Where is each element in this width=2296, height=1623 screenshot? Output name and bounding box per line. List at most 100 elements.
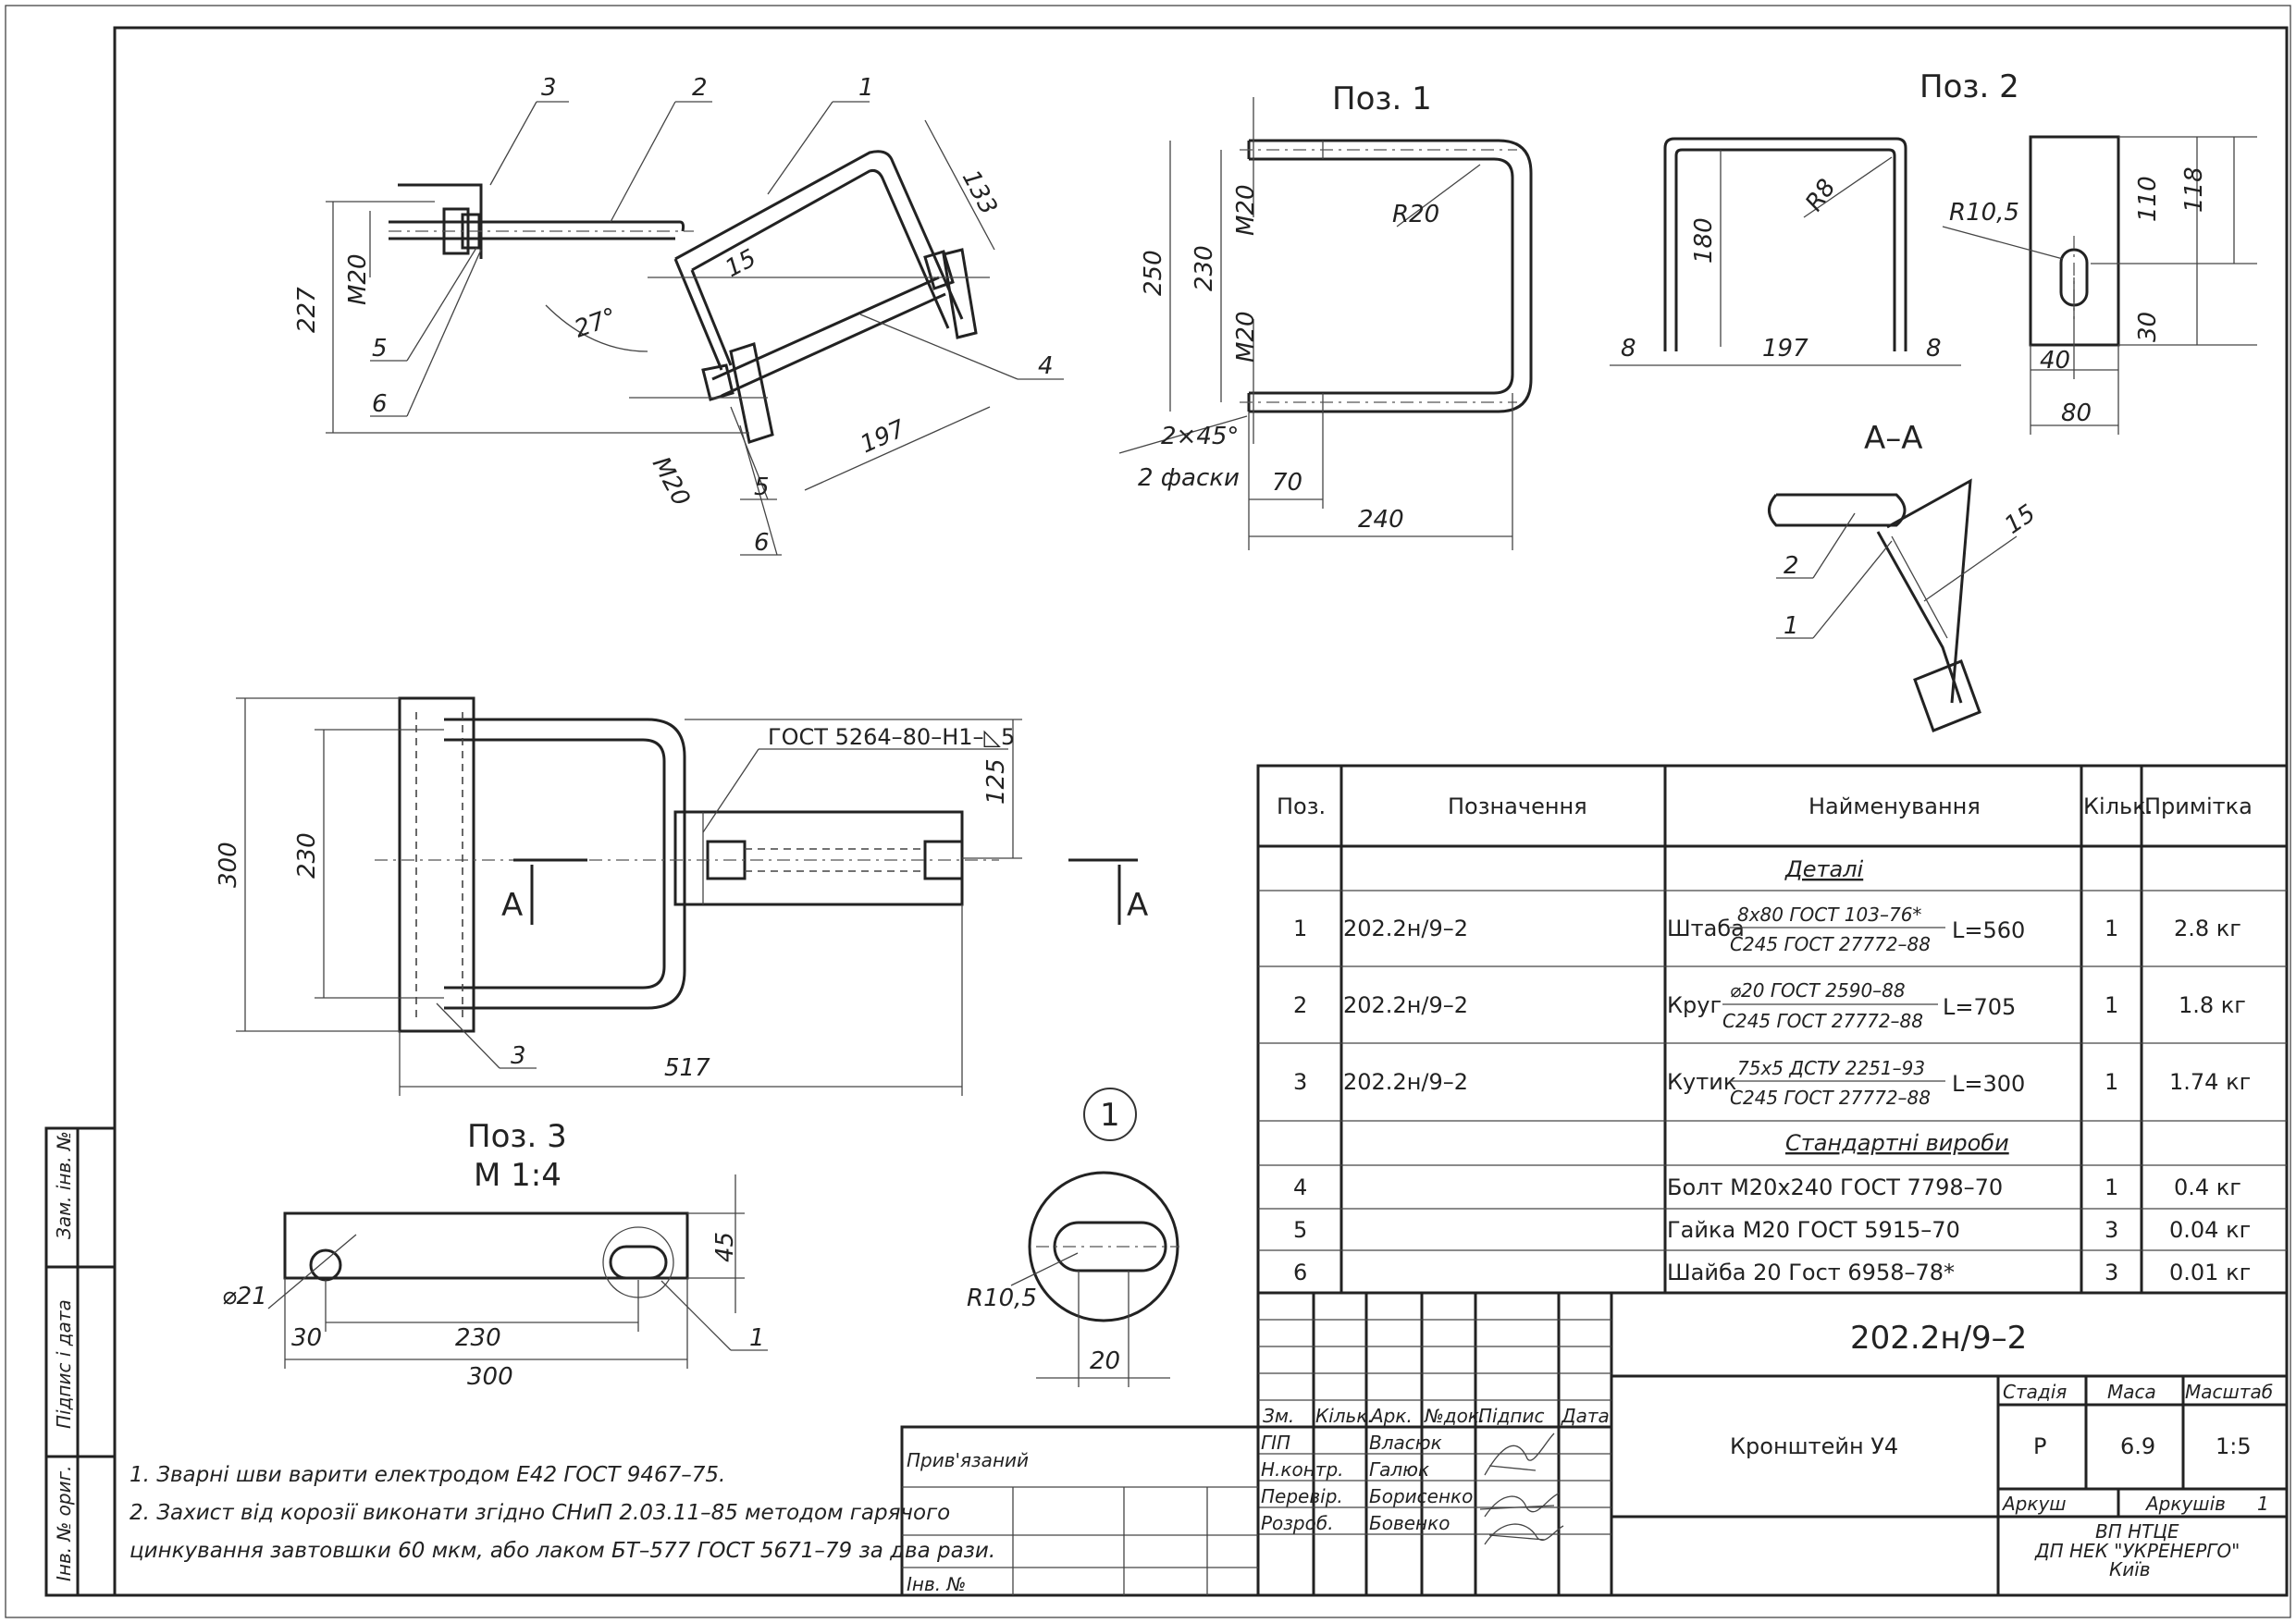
row1-name: Штаба <box>1667 916 1745 941</box>
section-aa: А–А 15 2 1 <box>1768 420 2041 732</box>
notes: 1. Зварні шви варити електродом Е42 ГОСТ… <box>130 1463 995 1563</box>
row4-name: Болт М20х240 ГОСТ 7798–70 <box>1667 1174 2003 1200</box>
title-stage: Р <box>2033 1433 2046 1459</box>
row6-qty: 3 <box>2105 1260 2118 1285</box>
iso-callout-1: 1 <box>858 74 874 102</box>
plan-dim-125: 125 <box>982 758 1010 805</box>
weld-note: ГОСТ 5264–80–Н1–◺5 <box>768 724 1015 750</box>
row6-pos: 6 <box>1293 1260 1307 1285</box>
poz2-dim-80: 80 <box>2061 400 2092 427</box>
poz3-dim-300: 300 <box>467 1363 513 1391</box>
cut-mark-a-left: А <box>501 887 523 924</box>
dim-227: 227 <box>293 287 321 333</box>
poz3-dim-30: 30 <box>291 1324 322 1352</box>
spec-header-name: Найменування <box>1808 793 1981 819</box>
poz3-callout-1: 1 <box>749 1324 765 1352</box>
col-header-signature: Підпис <box>1478 1405 1545 1427</box>
detail-mark: 1 <box>1100 1097 1120 1134</box>
title-scale: 1:5 <box>2216 1433 2252 1459</box>
stamp-replace-inv: Зам. інв. № <box>53 1131 75 1239</box>
row3-note: 1.74 кг <box>2169 1069 2251 1095</box>
title-org-3: Київ <box>2109 1558 2151 1580</box>
row5-qty: 3 <box>2105 1217 2118 1243</box>
poz1-dim-230: 230 <box>1191 245 1218 291</box>
iso-callout-6a: 6 <box>372 390 388 418</box>
stamp-signature-date: Підпис і дата <box>53 1299 75 1429</box>
detail-dim-r105: R10,5 <box>967 1285 1037 1312</box>
title-sheets-count: 1 <box>2257 1493 2269 1515</box>
row3-name: Кутик <box>1667 1069 1736 1095</box>
outer-frame <box>5 5 2291 1618</box>
iso-view: 227 М20 133 15 27° 197 М20 3 2 1 4 5 6 5… <box>293 74 1064 557</box>
title-org-2: ДП НЕК "УКРЕНЕРГО" <box>2034 1540 2240 1562</box>
section-callout-2: 2 <box>1784 552 1799 580</box>
poz2-dim-118: 118 <box>2180 166 2208 213</box>
title-sheet-label: Аркуш <box>2001 1493 2067 1515</box>
row3-pos: 3 <box>1293 1069 1307 1095</box>
poz1-dim-m20-top: М20 <box>1232 184 1260 236</box>
section-callout-1: 1 <box>1784 612 1799 640</box>
row2-length: L=705 <box>1943 994 2016 1020</box>
note-1: 1. Зварні шви варити електродом Е42 ГОСТ… <box>130 1463 725 1487</box>
note-2a: 2. Захист від корозії виконати згідно СН… <box>130 1501 950 1525</box>
plan-dim-300: 300 <box>215 842 242 888</box>
binding-label: Прив'язаний <box>907 1449 1029 1471</box>
poz2-dim-40: 40 <box>2040 347 2070 375</box>
row3-qty: 1 <box>2105 1069 2118 1095</box>
title-scale-header: Масштаб <box>2185 1381 2273 1403</box>
poz1-view: Поз. 1 250 230 М20 М20 R20 70 240 2×45° … <box>1118 80 1533 550</box>
poz1-dim-250: 250 <box>1140 250 1167 296</box>
iso-callout-5b: 5 <box>754 473 770 501</box>
role-dev: Розроб. <box>1261 1512 1334 1534</box>
poz1-dim-m20-bottom: М20 <box>1232 311 1260 363</box>
row1-note: 2.8 кг <box>2174 916 2241 941</box>
spec-section-details: Деталі <box>1784 856 1864 882</box>
signature-dev <box>1484 1523 1564 1545</box>
row2-note: 1.8 кг <box>2179 992 2246 1018</box>
col-header-sheet: Арк. <box>1369 1405 1413 1427</box>
detail1-view: 1 R10,5 20 <box>967 1088 1179 1387</box>
col-header-zm: Зм. <box>1263 1405 1294 1427</box>
col-header-docno: №док. <box>1424 1405 1485 1427</box>
col-header-date: Дата <box>1561 1405 1610 1427</box>
name-check: Борисенко <box>1369 1485 1473 1507</box>
spec-header-designation: Позначення <box>1448 793 1587 819</box>
iso-callout-5a: 5 <box>372 335 388 363</box>
title-product: Кронштейн У4 <box>1730 1433 1898 1459</box>
poz2-dim-8-right: 8 <box>1926 335 1942 363</box>
role-check: Перевір. <box>1261 1485 1343 1507</box>
poz2-dim-8-left: 8 <box>1621 335 1636 363</box>
poz3-title: Поз. 3 <box>467 1118 567 1155</box>
title-doc-code: 202.2н/9–2 <box>1850 1320 2027 1357</box>
row2-name: Круг <box>1667 992 1722 1018</box>
poz3-dim-230: 230 <box>455 1324 501 1352</box>
row1-name-top: 8x80 ГОСТ 103–76* <box>1737 904 1921 926</box>
iso-callout-4: 4 <box>1038 352 1054 380</box>
row5-pos: 5 <box>1293 1217 1307 1243</box>
poz2-title: Поз. 2 <box>1920 68 2019 105</box>
row1-qty: 1 <box>2105 916 2118 941</box>
spec-table: Поз. Позначення Найменування Кільк. Прим… <box>1256 764 2289 1295</box>
poz2-dim-30: 30 <box>2134 312 2162 342</box>
title-mass-header: Маса <box>2107 1381 2156 1403</box>
dim-m20-iso-2: М20 <box>647 452 696 510</box>
name-gip: Власюк <box>1369 1432 1442 1454</box>
role-gip: ГІП <box>1261 1432 1290 1454</box>
poz1-dim-chamfer: 2×45° <box>1161 423 1239 450</box>
title-block: 202.2н/9–2 Кронштейн У4 Стадія Маса Масш… <box>1256 1291 2289 1597</box>
row3-code: 202.2н/9–2 <box>1343 1069 1468 1095</box>
binding-inv-no: Інв. № <box>907 1573 966 1595</box>
poz2-dim-r105: R10,5 <box>1949 199 2019 227</box>
spec-header-note: Примітка <box>2144 793 2253 819</box>
row2-pos: 2 <box>1293 992 1307 1018</box>
dim-197-iso: 197 <box>857 415 910 460</box>
poz1-dim-chamfer-note: 2 фаски <box>1138 464 1240 492</box>
poz2-dim-110: 110 <box>2134 176 2162 222</box>
note-2b: цинкування завтовшки 60 мкм, або лаком Б… <box>130 1539 995 1563</box>
row2-name-bottom: С245 ГОСТ 27772–88 <box>1722 1010 1923 1032</box>
role-norm: Н.контр. <box>1261 1458 1344 1481</box>
row1-pos: 1 <box>1293 916 1307 941</box>
iso-callout-6b: 6 <box>754 529 770 557</box>
poz1-title: Поз. 1 <box>1332 80 1432 117</box>
